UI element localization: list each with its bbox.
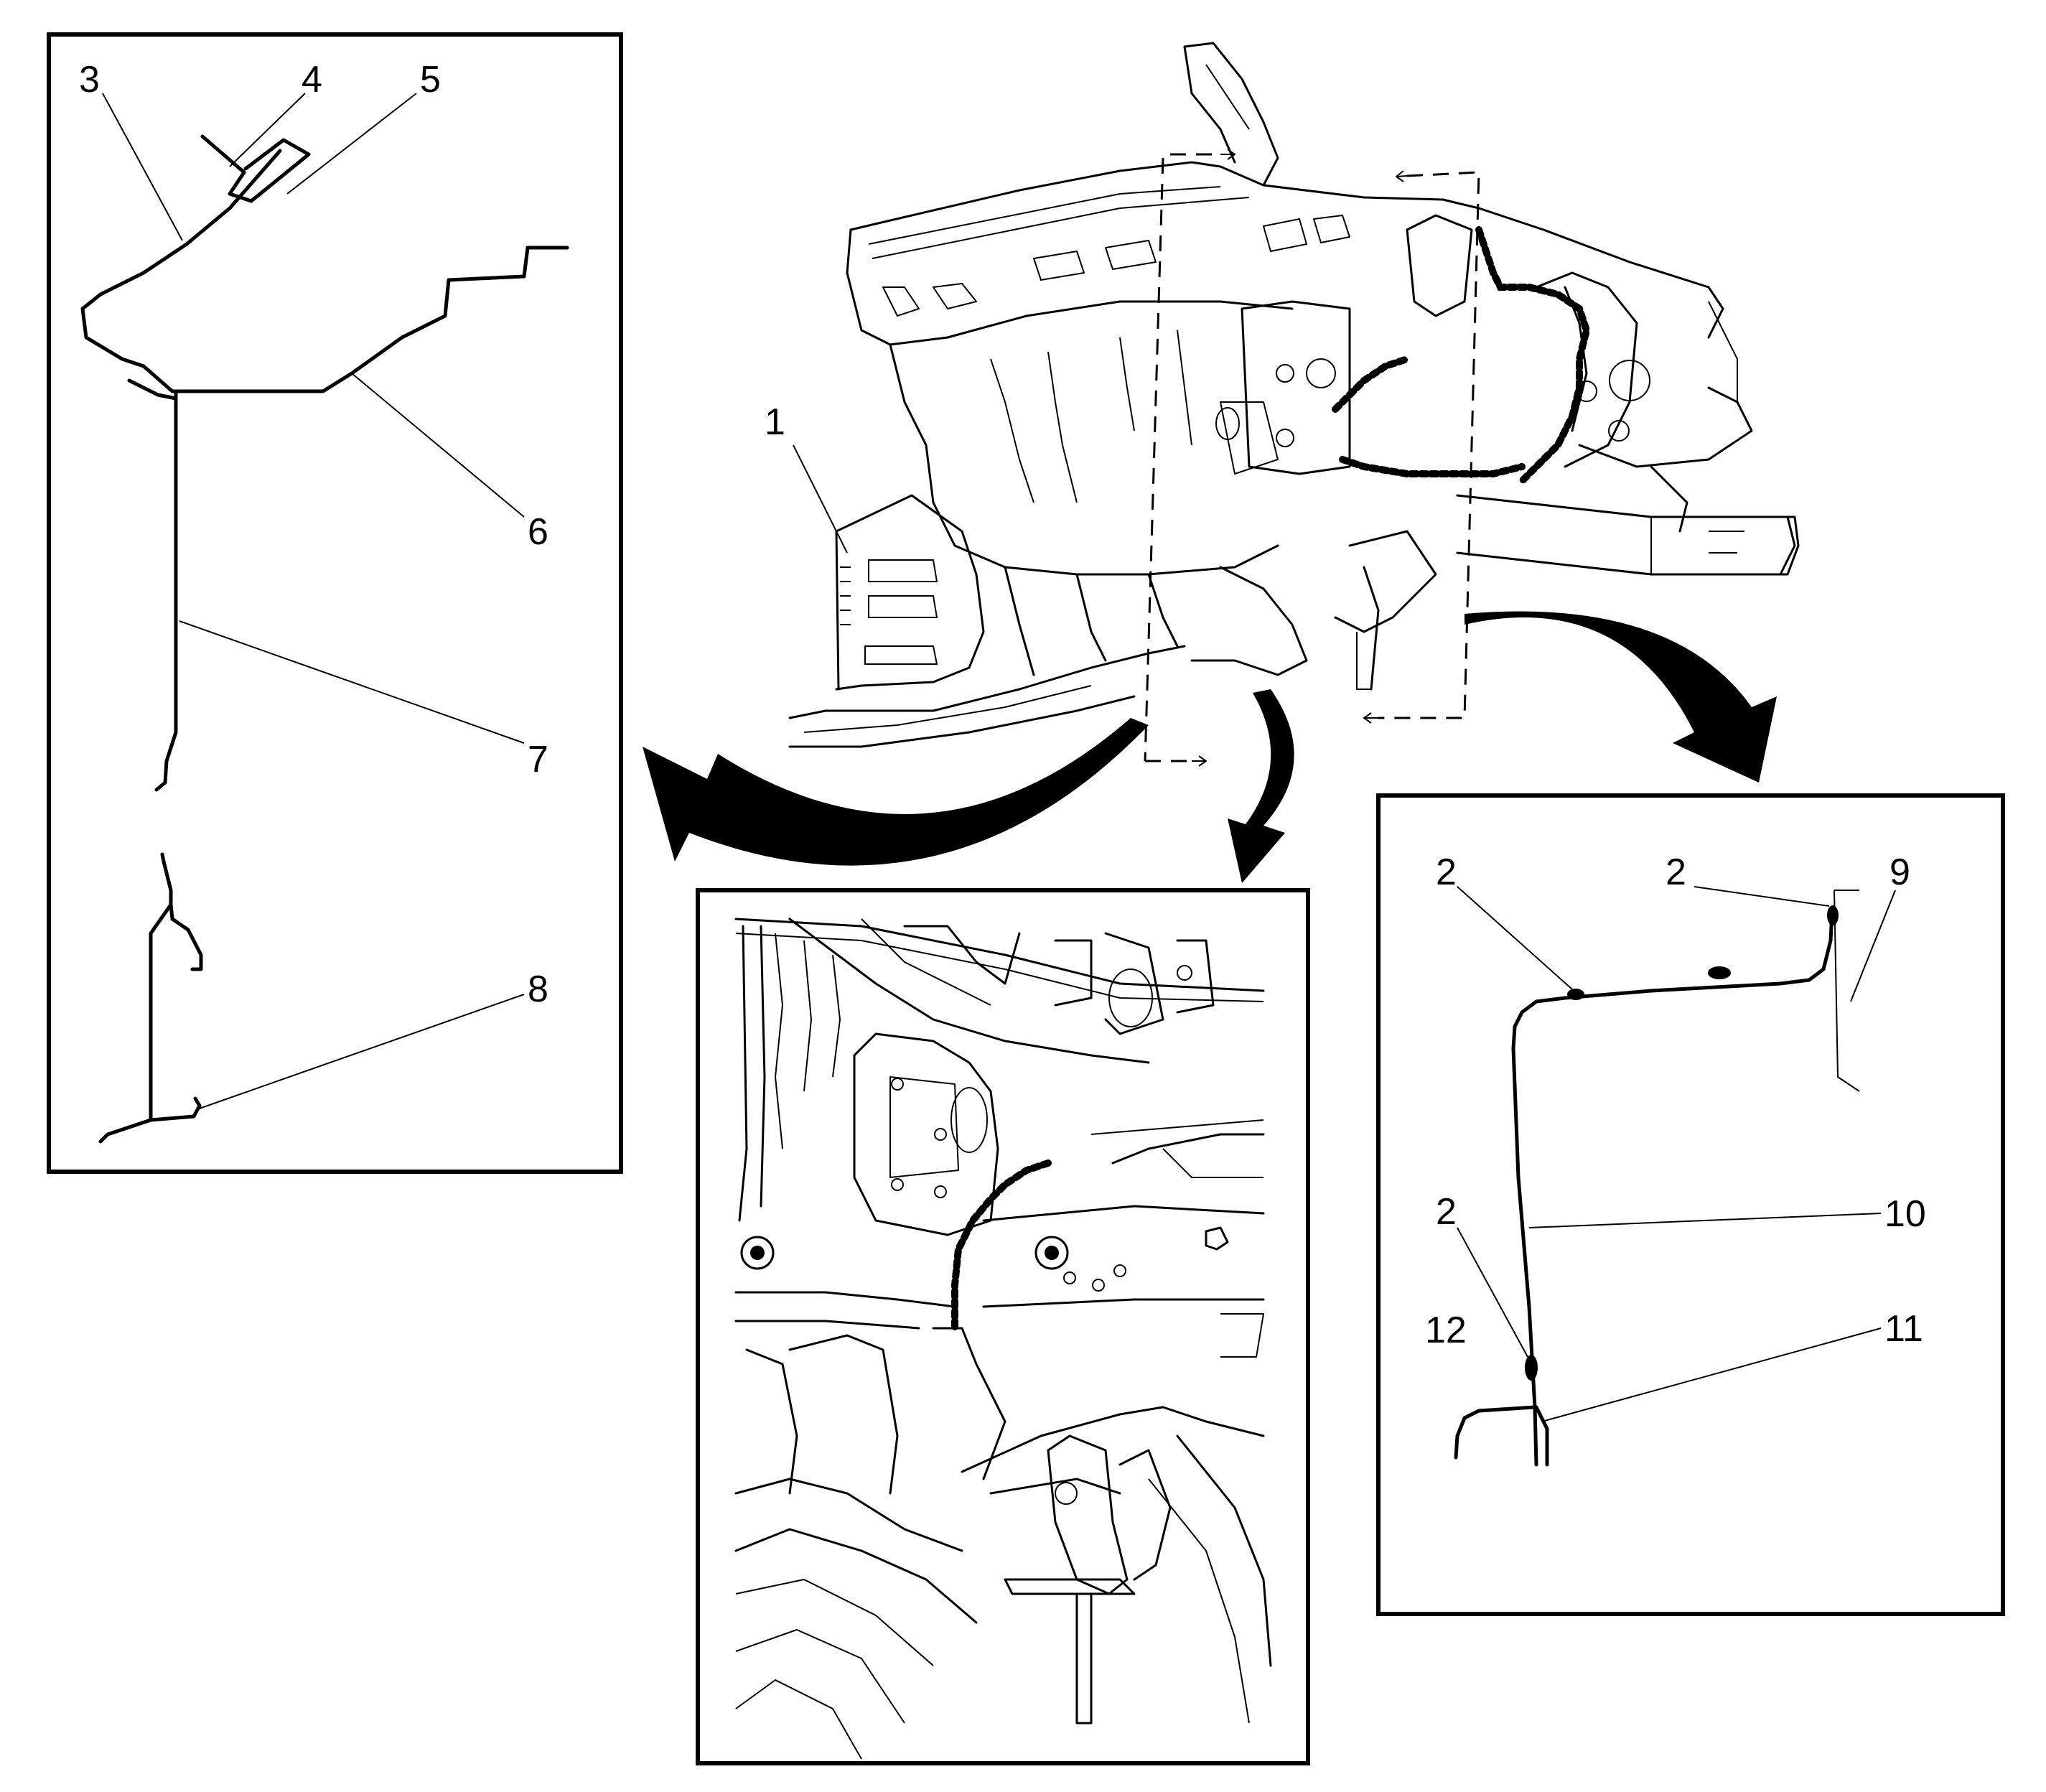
leader-2c xyxy=(1457,1227,1528,1358)
callout-2-lower: 2 xyxy=(1436,1191,1457,1233)
leader-8 xyxy=(197,994,525,1110)
callout-11: 11 xyxy=(1884,1308,1923,1350)
leader-10 xyxy=(1528,1213,1882,1228)
left-inset: 3 4 5 6 7 8 xyxy=(47,32,623,1174)
callout-10: 10 xyxy=(1884,1193,1926,1235)
callout-3: 3 xyxy=(79,59,100,101)
callout-2-upper-right: 2 xyxy=(1666,851,1686,893)
callout-5: 5 xyxy=(420,59,441,101)
callout-12: 12 xyxy=(1425,1310,1467,1351)
sealer-dot-3 xyxy=(1827,905,1839,925)
arrow-to-center-inset xyxy=(1228,689,1294,883)
callout-1: 1 xyxy=(765,401,785,443)
sealer-dot-4 xyxy=(1525,1355,1538,1381)
leader-11 xyxy=(1541,1327,1882,1422)
leader-2b xyxy=(1694,886,1830,907)
leader-7 xyxy=(179,620,525,744)
callout-6: 6 xyxy=(528,511,548,553)
callout-8: 8 xyxy=(528,969,548,1010)
callout-9: 9 xyxy=(1889,851,1910,893)
left-inset-frame xyxy=(47,32,623,1174)
leader-4 xyxy=(229,93,306,167)
curved-arrows xyxy=(643,611,1777,883)
leader-1 xyxy=(793,444,848,554)
center-inset xyxy=(696,888,1310,1765)
leader-3 xyxy=(102,93,183,241)
callout-2-upper-left: 2 xyxy=(1436,851,1457,893)
arrow-to-right-inset xyxy=(1465,611,1777,783)
leader-2a xyxy=(1457,886,1573,990)
leader-9 xyxy=(1850,890,1896,1002)
right-inset: 2 2 9 10 2 11 12 xyxy=(1376,793,2005,1616)
center-inset-frame xyxy=(696,888,1310,1765)
right-inset-frame xyxy=(1376,793,2005,1616)
callout-7: 7 xyxy=(528,739,548,780)
sealer-dot-1 xyxy=(1567,989,1584,1000)
sealer-dot-2 xyxy=(1708,966,1731,979)
callout-4: 4 xyxy=(302,59,322,101)
leader-6 xyxy=(351,373,525,518)
body-structure-main-view xyxy=(788,42,1800,767)
leader-5 xyxy=(286,93,417,195)
arrow-to-left-inset xyxy=(643,718,1149,866)
